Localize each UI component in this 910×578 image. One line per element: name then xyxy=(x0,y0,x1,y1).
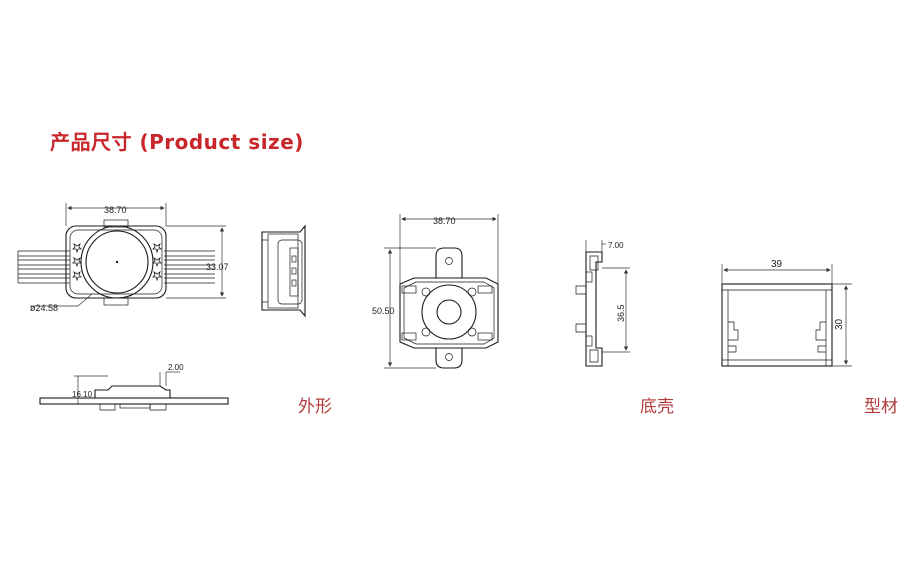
module-bottom-view: 16.10 2.00 xyxy=(39,363,229,411)
module-front-view: 38.70 33.07 ø24.58 xyxy=(17,203,229,313)
caption-base: 底壳 xyxy=(640,397,674,417)
caption-profile: 型材 xyxy=(864,397,898,417)
dim-shell-height: 36.5 xyxy=(616,304,626,322)
dim-side-height: 16.10 xyxy=(72,390,93,399)
caption-exterior: 外形 xyxy=(298,397,332,417)
dim-profile-width: 39 xyxy=(771,259,783,270)
base-top-view: 38.70 50.50 xyxy=(372,214,499,369)
dim-base-width: 38.70 xyxy=(433,216,456,226)
shell-side-view: 7.00 36.5 xyxy=(575,240,630,367)
module-side-view xyxy=(261,224,306,318)
dim-side-offset: 2.00 xyxy=(168,363,184,372)
dim-profile-height: 30 xyxy=(834,318,845,330)
dim-module-height: 33.07 xyxy=(206,262,229,272)
profile-view: 39 30 xyxy=(721,259,852,367)
dim-lens-diameter: ø24.58 xyxy=(30,303,58,313)
dim-module-width: 38.70 xyxy=(104,205,127,215)
dim-base-height: 50.50 xyxy=(372,306,395,316)
dim-shell-depth: 7.00 xyxy=(608,241,624,250)
page-title: 产品尺寸 (Product size) xyxy=(50,130,304,154)
